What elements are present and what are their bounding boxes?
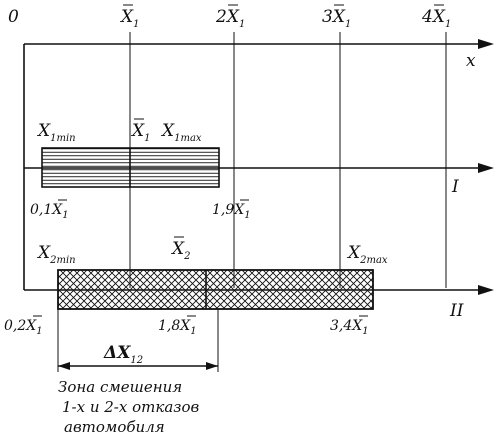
line-2-label: II bbox=[449, 301, 464, 321]
overlap-caption-line-3: автомобиля bbox=[64, 418, 165, 436]
svg-text:X2: X2 bbox=[170, 239, 190, 262]
overlap-label: ΔX12 bbox=[103, 343, 143, 366]
line-2-left-value: 0,2X1 bbox=[4, 315, 43, 337]
svg-text:2X1: 2X1 bbox=[215, 7, 245, 30]
line-2-min-label: X2min bbox=[36, 243, 76, 266]
distribution-2-bar bbox=[57, 269, 374, 310]
line-1-mean-label: X1 bbox=[130, 118, 150, 144]
tick-label-2: 2X1 bbox=[215, 4, 245, 30]
svg-text:X1: X1 bbox=[130, 121, 150, 144]
svg-text:0,1X1: 0,1X1 bbox=[30, 202, 69, 221]
overlap-dimension-arrow bbox=[58, 362, 218, 370]
svg-text:1,8X1: 1,8X1 bbox=[158, 318, 197, 337]
x-axis bbox=[24, 39, 494, 49]
line-1-min-label: X1min bbox=[36, 121, 76, 144]
line-2-mid-value: 1,8X1 bbox=[158, 315, 197, 337]
line-1-label: I bbox=[451, 177, 459, 197]
svg-text:1,9X1: 1,9X1 bbox=[212, 202, 251, 221]
svg-text:0,2X1: 0,2X1 bbox=[4, 318, 43, 337]
svg-text:4X1: 4X1 bbox=[421, 7, 451, 30]
svg-text:3X1: 3X1 bbox=[322, 7, 351, 30]
overlap-caption-line-2: 1-х и 2-х отказов bbox=[62, 398, 199, 416]
tick-label-1: X1 bbox=[119, 4, 139, 30]
line-1-left-value: 0,1X1 bbox=[30, 199, 69, 221]
line-2-right-value: 3,4X1 bbox=[330, 315, 369, 337]
origin-label: 0 bbox=[8, 7, 19, 27]
tick-label-3: 3X1 bbox=[322, 4, 351, 30]
line-1-right-value: 1,9X1 bbox=[212, 199, 251, 221]
svg-text:3,4X1: 3,4X1 bbox=[330, 318, 369, 337]
svg-text:X1: X1 bbox=[119, 7, 139, 30]
line-2-max-label: X2max bbox=[346, 243, 388, 266]
line-1-max-label: X1max bbox=[160, 121, 202, 144]
x-axis-label: x bbox=[466, 51, 476, 71]
overlap-caption-line-1: Зона смешения bbox=[58, 378, 182, 396]
tick-label-4: 4X1 bbox=[421, 4, 451, 30]
line-2-mean-label: X2 bbox=[170, 236, 190, 262]
